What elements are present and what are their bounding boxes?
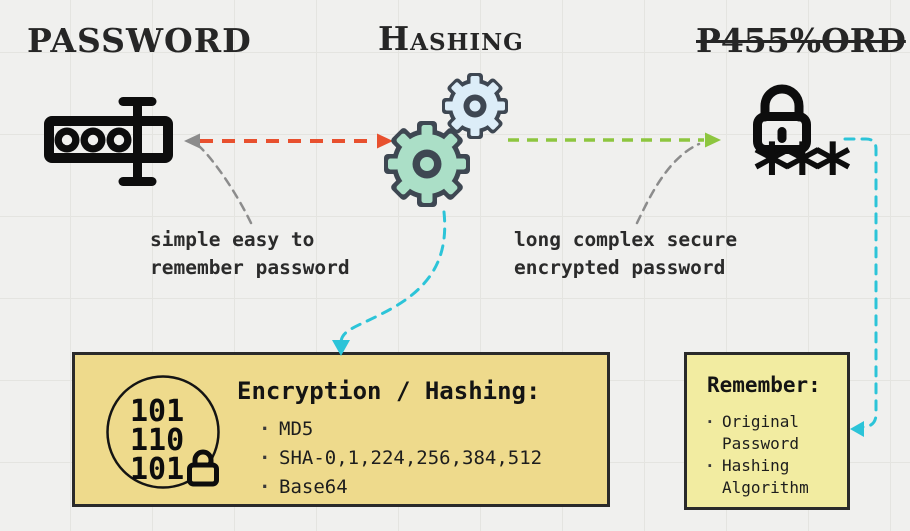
gears-icon (384, 73, 508, 207)
bullet: · (259, 447, 271, 469)
note-line: long complex secure (514, 228, 738, 251)
note-line: remember password (150, 255, 350, 279)
remember-box-title: Remember: (707, 373, 821, 397)
list-item: · Hashing Algorithm (705, 455, 840, 499)
mini-padlock-icon (187, 449, 219, 487)
list-item: · SHA-0,1,224,256,384,512 (259, 444, 542, 473)
encryption-list: · MD5 · SHA-0,1,224,256,384,512 · Base64 (259, 415, 542, 502)
header-leetspeak-password: P455%ORD (696, 21, 906, 60)
gray-connector-left (197, 144, 253, 225)
list-item-label: MD5 (279, 418, 314, 440)
bullet: · (259, 418, 271, 440)
masked-password: *** (750, 128, 854, 212)
list-item: · MD5 (259, 415, 542, 444)
bullet: · (259, 476, 271, 498)
header-hashing: Hashing (378, 19, 524, 58)
green-arrow (508, 132, 721, 148)
bullet: · (705, 456, 715, 475)
large-gear-icon (384, 121, 470, 207)
gray-connector-right (635, 142, 701, 225)
note-line: encrypted password (514, 255, 726, 279)
note-simple-password: simple easy to remember password (150, 226, 350, 281)
text-cursor-icon (118, 97, 157, 186)
list-item-label: Hashing Algorithm (722, 456, 809, 497)
password-field-icon (44, 97, 173, 186)
bullet: · (705, 412, 715, 431)
list-item-label: Original Password (722, 412, 800, 453)
header-password: PASSWORD (27, 21, 252, 60)
list-item: · Original Password (705, 411, 840, 455)
list-item-label: SHA-0,1,224,256,384,512 (279, 447, 543, 469)
binary-row: 110 (130, 423, 184, 458)
note-encrypted-password: long complex secure encrypted password (514, 226, 737, 281)
binary-row: 101 (130, 394, 184, 429)
binary-code-icon: 101 110 101 (106, 375, 220, 489)
encryption-box: 101 110 101 Encryption / Hashing: · MD5 … (72, 352, 610, 507)
red-arrow (184, 133, 393, 149)
remember-box: Remember: · Original Password · Hashing … (684, 352, 850, 510)
small-gear-icon (442, 73, 508, 139)
remember-list: · Original Password · Hashing Algorithm (705, 411, 840, 499)
list-item-label: Base64 (279, 476, 348, 498)
binary-row: 101 (130, 452, 184, 487)
note-line: simple easy to (150, 228, 315, 251)
encryption-box-title: Encryption / Hashing: (237, 377, 541, 405)
list-item: · Base64 (259, 473, 542, 502)
